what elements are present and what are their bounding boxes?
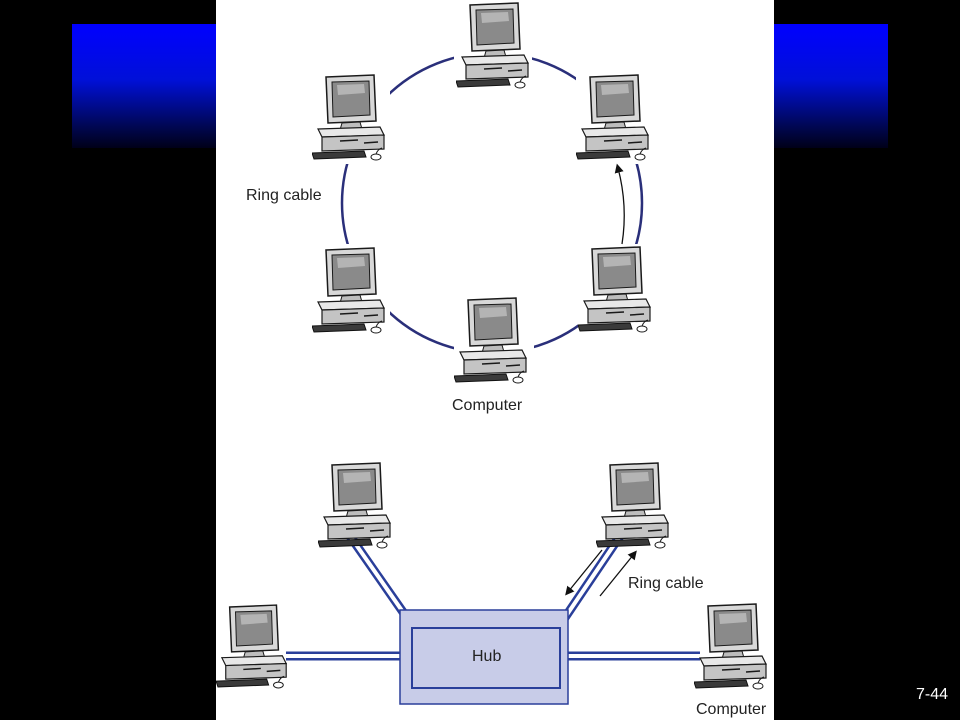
hub-label: Hub bbox=[472, 648, 502, 665]
hub-computer-right bbox=[694, 603, 767, 690]
ring-computer-label: Computer bbox=[452, 397, 523, 414]
ring-computer-top bbox=[454, 0, 532, 92]
hub-computer-upper-left bbox=[318, 462, 391, 549]
hub-arrow-inbound bbox=[599, 550, 637, 597]
network-figure: Ring cable Computer Hub Ring cable Compu… bbox=[216, 0, 774, 720]
hub-computer-upper-right bbox=[596, 462, 669, 549]
ring-computer-upper-right bbox=[576, 72, 656, 164]
hub-arrow-outbound bbox=[565, 549, 603, 596]
ring-computer-lower-right bbox=[578, 244, 658, 336]
hub-internal-ring bbox=[411, 627, 561, 689]
ring-cable-label: Ring cable bbox=[246, 187, 322, 204]
ring-computer-upper-left bbox=[312, 72, 390, 164]
ring-direction-arrow bbox=[614, 163, 625, 245]
slide-number: 7-44 bbox=[915, 686, 948, 703]
hub-ring-cable-label: Ring cable bbox=[628, 575, 704, 592]
ring-computer-bottom bbox=[454, 294, 534, 388]
hub-computer-left bbox=[216, 604, 287, 689]
hub-computer-label: Computer bbox=[696, 701, 767, 718]
ring-computer-lower-left bbox=[312, 244, 390, 338]
network-diagram-svg bbox=[216, 0, 767, 705]
